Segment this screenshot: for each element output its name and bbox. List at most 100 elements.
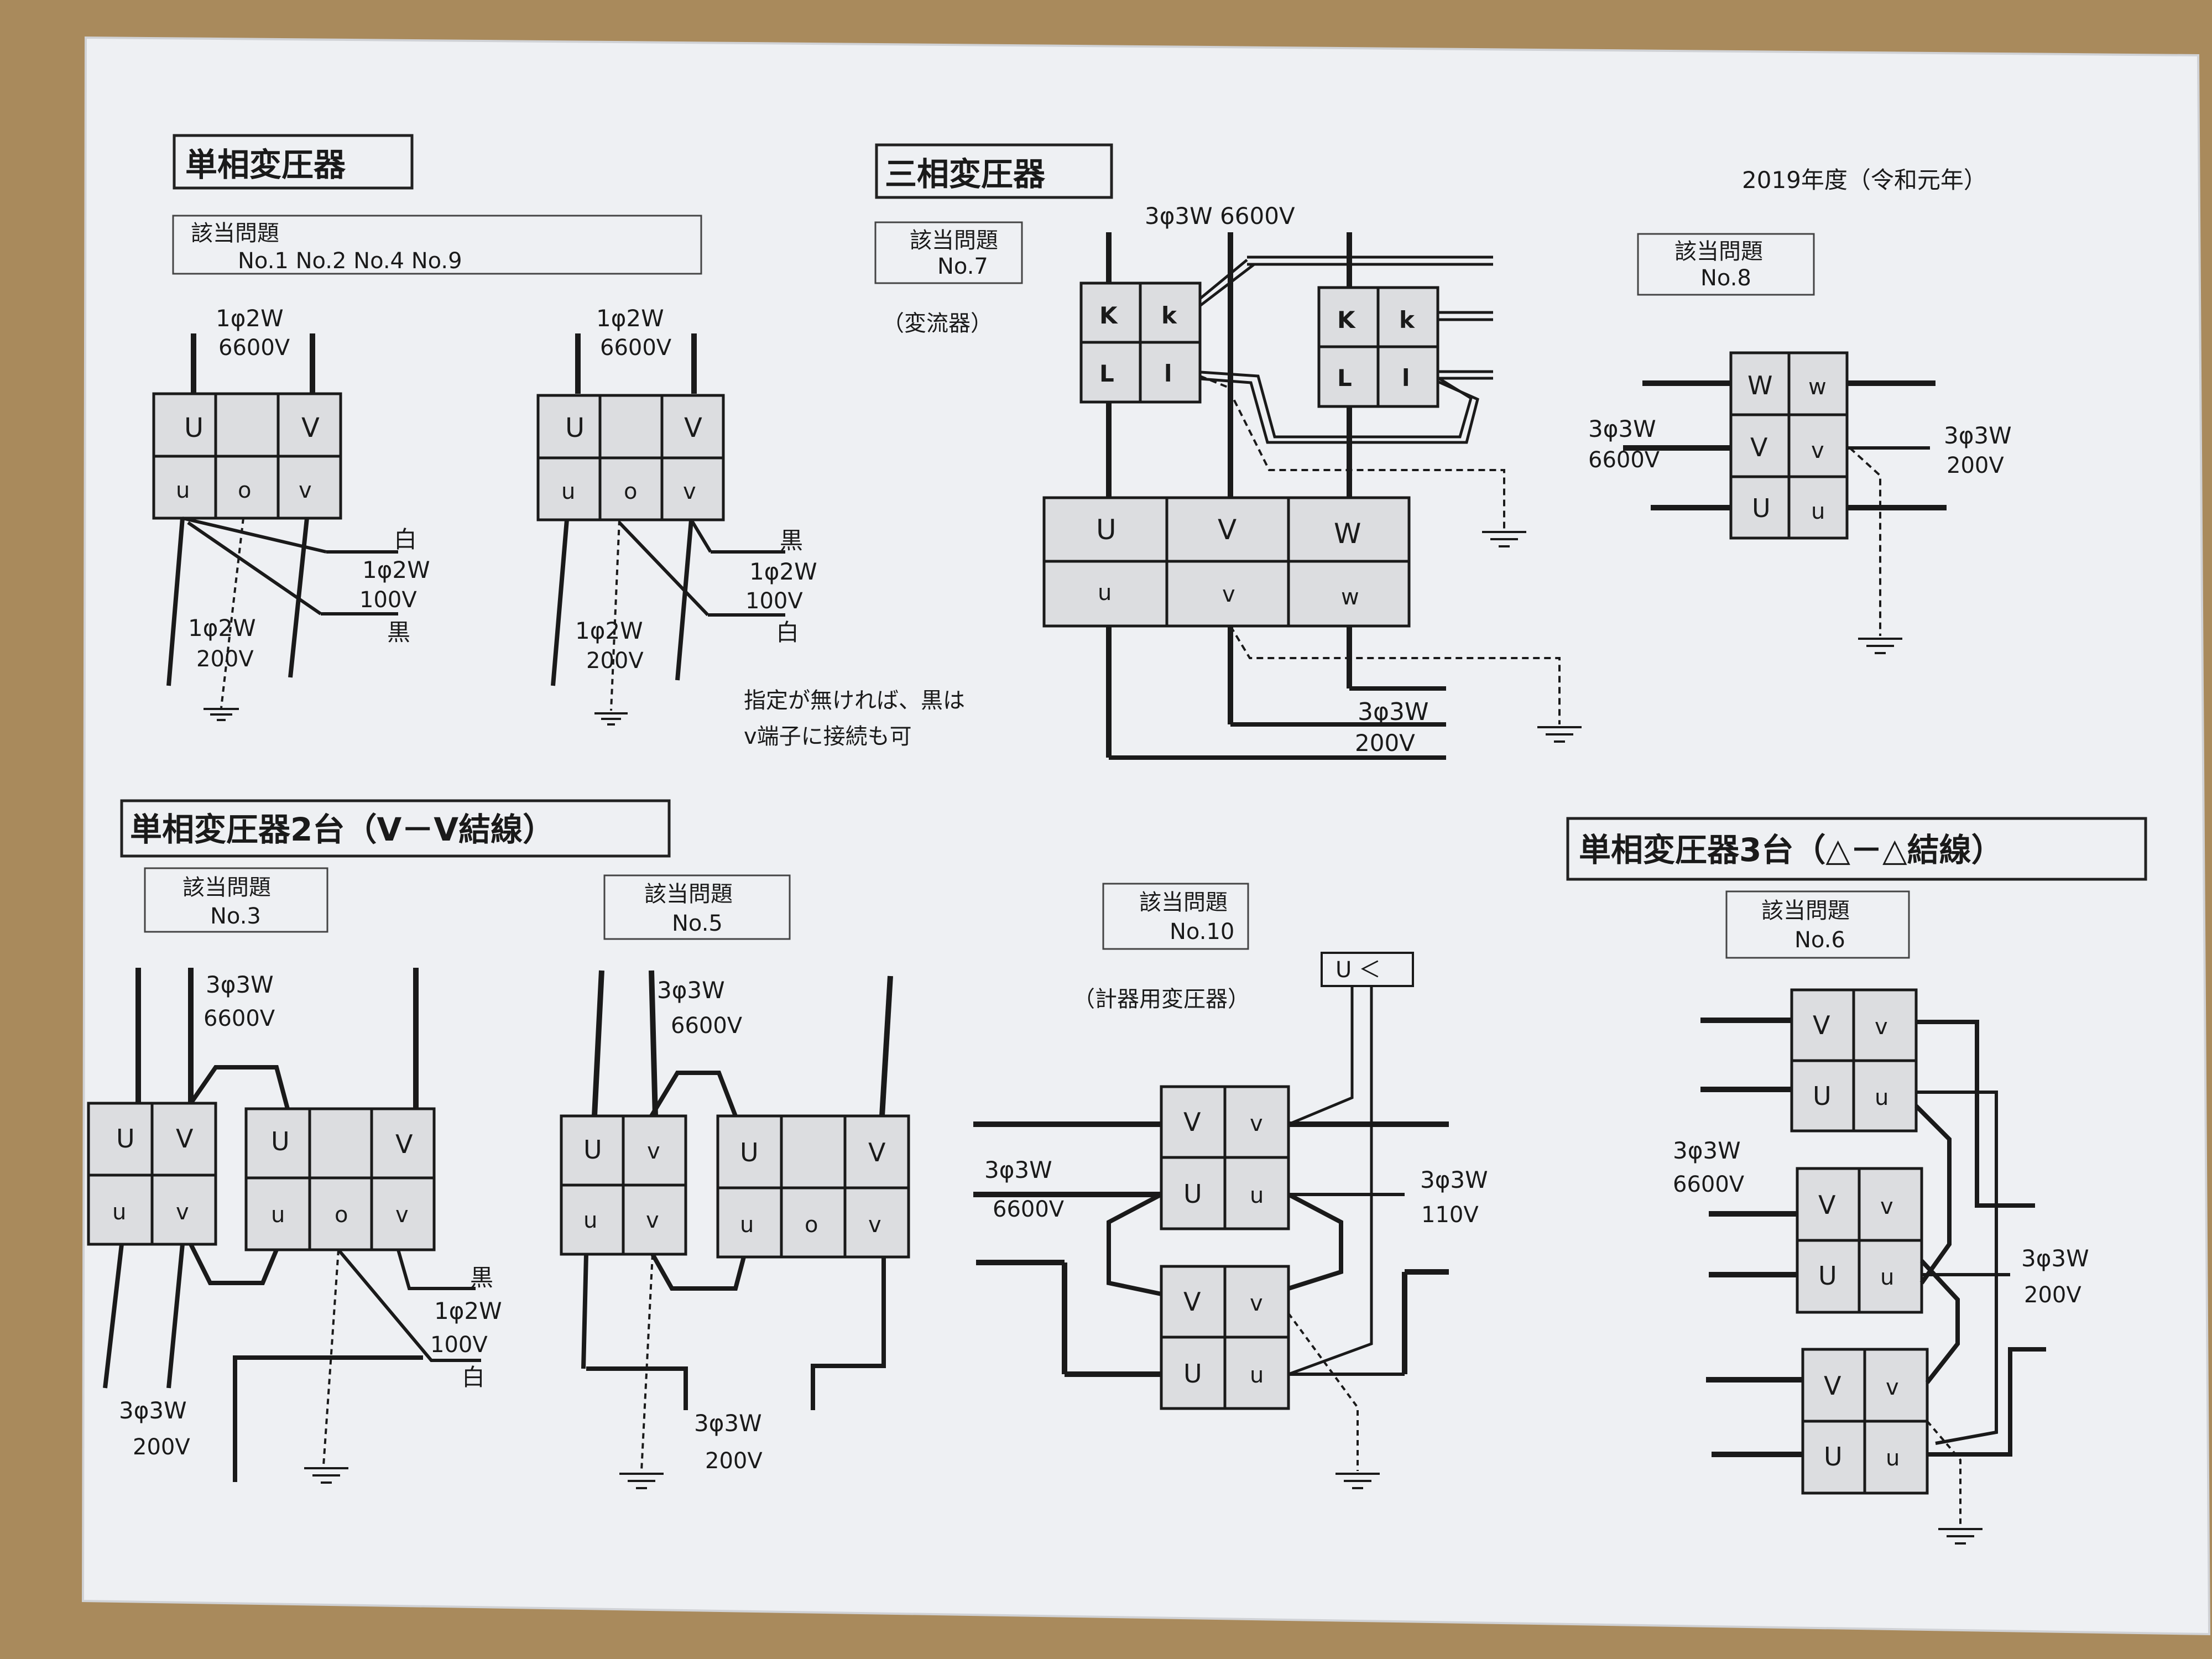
terminal-U: U: [583, 1135, 602, 1165]
label-200v: 200V: [1947, 453, 2004, 478]
ground-icon: [619, 1473, 664, 1489]
problem-heading: 該当問題: [182, 875, 271, 900]
label-3p3w: 3φ3W: [1358, 698, 1429, 726]
terminal-V: V: [301, 413, 320, 444]
problem-number: No.8: [1700, 265, 1751, 291]
label-3p3w-6600v: 3φ3W 6600V: [1145, 202, 1295, 229]
problem-numbers: No.1 No.2 No.4 No.9: [238, 248, 462, 274]
terminal-u: u: [1886, 1446, 1900, 1471]
ground-icon: [1335, 1473, 1380, 1489]
terminal-U: U: [1824, 1442, 1843, 1472]
problem-heading: 該当問題: [1139, 890, 1228, 915]
label-1p2w: 1φ2W: [434, 1297, 502, 1324]
problem-number: No.5: [672, 911, 723, 936]
terminal-U: U: [1183, 1359, 1202, 1389]
terminal-o: o: [805, 1212, 818, 1238]
terminal-v: v: [646, 1208, 659, 1233]
terminal-V: V: [1750, 432, 1768, 462]
transformer-block: [244, 1107, 436, 1251]
label-6600v: 6600V: [600, 335, 672, 361]
label-6600v: 6600V: [993, 1197, 1065, 1222]
terminal-l: l: [1164, 360, 1172, 387]
transformer-block: [1160, 1265, 1290, 1410]
terminal-V: V: [1818, 1190, 1836, 1220]
terminal-o: o: [624, 479, 637, 504]
terminal-U: U: [1752, 493, 1771, 523]
terminal-v: v: [1811, 438, 1824, 463]
terminal-u: u: [1250, 1183, 1264, 1208]
problem-heading: 該当問題: [644, 881, 733, 907]
voltmeter-tag-text: U ＜: [1335, 957, 1381, 983]
terminal-v: v: [395, 1202, 409, 1228]
terminal-v: v: [1880, 1194, 1893, 1219]
problem-box-no6: 該当問題 No.6: [1725, 890, 1910, 959]
terminal-k: k: [1161, 302, 1177, 329]
current-transformer-1: [1079, 281, 1202, 404]
terminal-U: U: [740, 1138, 759, 1167]
terminal-l: l: [1402, 364, 1410, 392]
terminal-U: U: [1096, 514, 1117, 546]
label-200v: 200V: [2024, 1282, 2081, 1308]
terminal-W: W: [1334, 518, 1361, 550]
terminal-V: V: [1813, 1010, 1830, 1040]
terminal-V: V: [1218, 514, 1237, 546]
label-6600v: 6600V: [204, 1006, 275, 1031]
label-3p3w: 3φ3W: [657, 977, 725, 1004]
label-3p3w: 3φ3W: [119, 1397, 187, 1424]
terminal-V: V: [176, 1124, 194, 1154]
problem-number: No.7: [937, 254, 988, 279]
terminal-w: w: [1808, 374, 1827, 400]
terminal-u: u: [561, 479, 575, 504]
no5-labels: U v u v U V u o v 3φ3W 6600V 3φ3W 200V: [583, 977, 886, 1474]
transformer-block: [560, 1114, 687, 1256]
label-3p3w: 3φ3W: [2021, 1245, 2089, 1272]
terminal-V: V: [684, 413, 702, 444]
note-current-transformer: （変流器）: [882, 311, 993, 336]
terminal-V: V: [1183, 1107, 1201, 1137]
no8-diagram: [1623, 351, 1947, 654]
label-100v: 100V: [359, 587, 417, 613]
problem-box-no7: 該当問題 No.7: [874, 221, 1023, 284]
title-delta-text: 単相変圧器3台（△－△結線）: [1579, 831, 2004, 869]
single-2-labels: U V u o v 1φ2W 6600V 黒 1φ2W 100V 白 1φ2W …: [561, 305, 817, 674]
transformer-block: [87, 1102, 217, 1246]
three-phase-diagram: [1042, 232, 1582, 760]
terminal-u: u: [1098, 580, 1112, 606]
terminal-U: U: [1818, 1261, 1837, 1291]
transformer-block: [716, 1114, 910, 1259]
label-200v: 200V: [586, 648, 644, 674]
terminal-v: v: [1222, 582, 1235, 607]
terminal-o: o: [335, 1202, 348, 1228]
no3-labels: U V u v U V u o v 3φ3W 6600V 黒 1φ2W 100V…: [112, 971, 502, 1460]
terminal-V: V: [395, 1129, 413, 1159]
terminal-U: U: [1813, 1081, 1832, 1111]
three-phase-transformer-block: [1042, 496, 1411, 628]
title-single-phase-text: 単相変圧器: [185, 146, 346, 184]
note-instrument-transformer: （計器用変圧器）: [1073, 987, 1250, 1012]
single-phase-diagram-2: [536, 333, 785, 726]
terminal-u: u: [583, 1208, 597, 1233]
terminal-K: K: [1337, 306, 1356, 333]
problem-box-no10: 該当問題 No.10: [1102, 883, 1249, 950]
terminal-U: U: [184, 413, 204, 444]
ground-icon: [1537, 726, 1582, 743]
transformer-block: [152, 392, 342, 520]
label-1p2w: 1φ2W: [216, 305, 284, 332]
label-100v: 100V: [745, 588, 803, 614]
year-label: 2019年度（令和元年）: [1742, 166, 1987, 194]
terminal-o: o: [238, 478, 251, 503]
label-6600v: 6600V: [218, 335, 290, 361]
label-3p3w: 3φ3W: [694, 1410, 762, 1437]
single-1-labels: U V u o v 1φ2W 6600V 白 1φ2W 100V 黒 1φ2W …: [176, 305, 430, 672]
transformer-block: [1796, 1167, 1923, 1314]
terminal-U: U: [1183, 1179, 1202, 1209]
terminal-k: k: [1399, 306, 1415, 333]
transformer-block: [536, 394, 725, 521]
terminal-W: W: [1747, 371, 1772, 400]
label-1p2w: 1φ2W: [188, 614, 256, 641]
terminal-u: u: [271, 1202, 285, 1228]
terminal-U: U: [565, 413, 585, 444]
terminal-V: V: [1824, 1371, 1841, 1401]
title-vv: 単相変圧器2台（V－V結線）: [120, 799, 671, 858]
label-1p2w: 1φ2W: [362, 556, 430, 583]
